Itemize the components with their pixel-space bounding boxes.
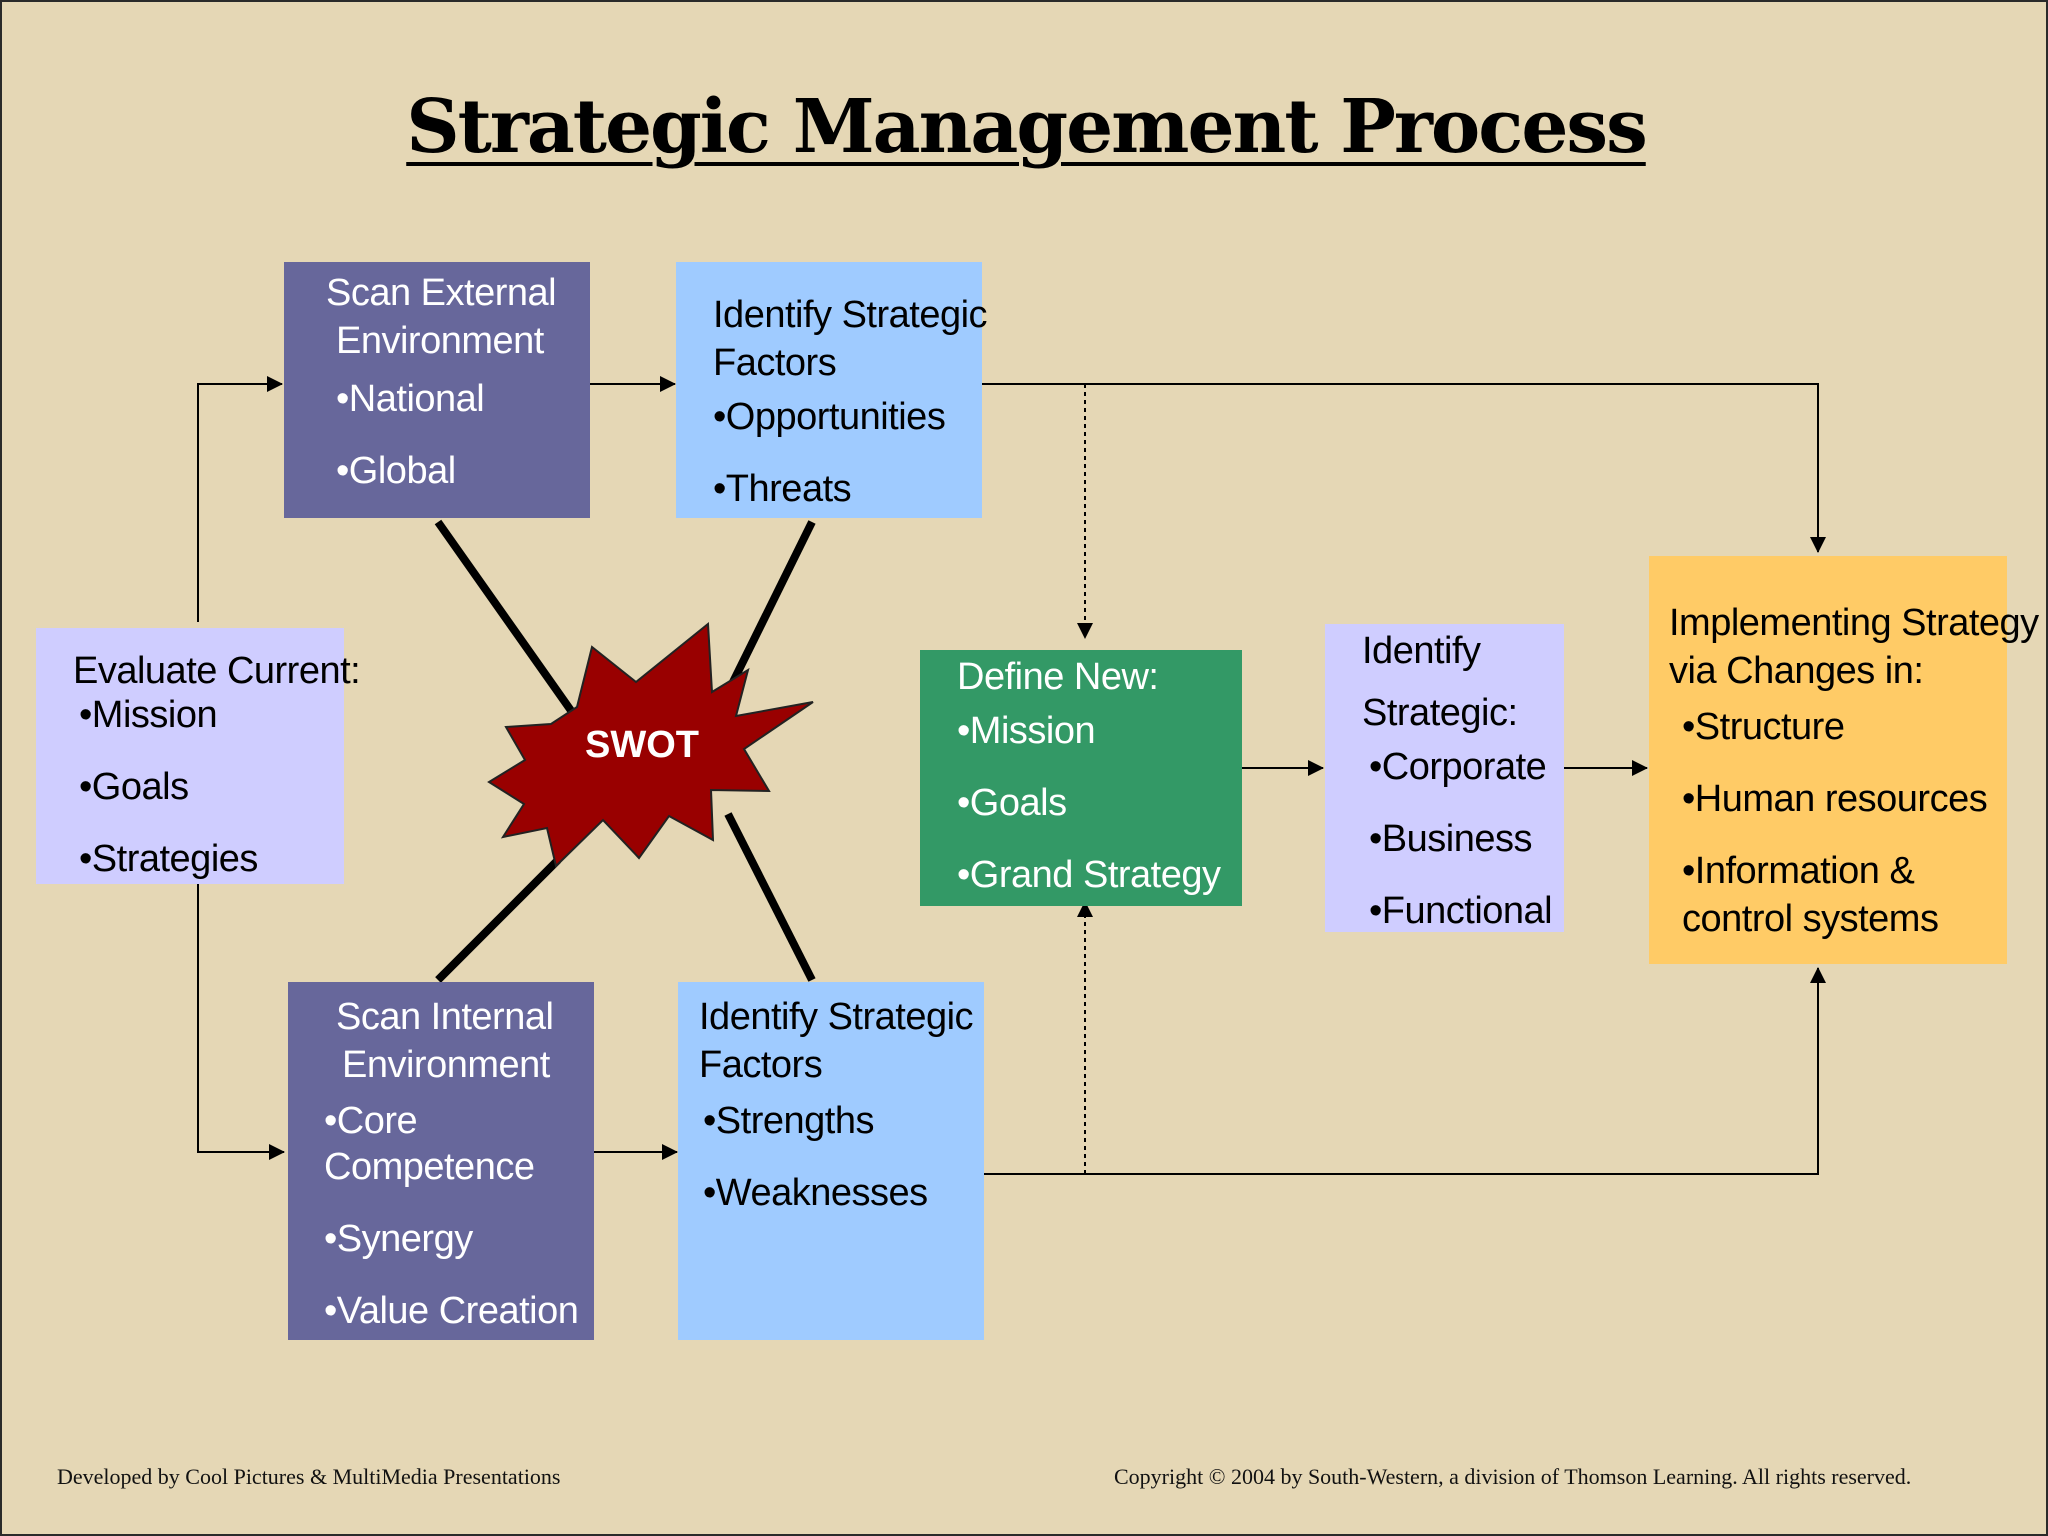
implementing-strategy-box: Implementing Strategy via Changes in: •S… (1649, 556, 2039, 964)
evaluate-current-box: Evaluate Current: •Mission •Goals •Strat… (36, 628, 361, 884)
factors-ot-item-opportunities: •Opportunities (713, 396, 946, 438)
factors-sw-heading-line1: Identify Strategic (699, 996, 974, 1038)
factors-ot-heading-line1: Identify Strategic (713, 294, 988, 336)
scan-external-box: Scan External Environment •National •Glo… (284, 262, 590, 518)
scan-internal-item-synergy: •Synergy (324, 1218, 473, 1260)
define-new-item-mission: •Mission (957, 710, 1096, 752)
implementing-item-control-systems: control systems (1682, 898, 1939, 940)
implementing-item-human-resources: •Human resources (1682, 778, 1988, 820)
arrow-strengths-to-implementing (984, 967, 1826, 1175)
footer-left: Developed by Cool Pictures & MultiMedia … (57, 1464, 561, 1489)
identify-strategic-box: Identify Strategic: •Corporate •Business… (1325, 624, 1564, 932)
diagram-title: Strategic Management Process (406, 84, 1648, 170)
swot-spoke-strengths (724, 812, 816, 982)
swot-burst (487, 622, 814, 868)
define-new-item-grand-strategy: •Grand Strategy (957, 854, 1221, 896)
arrow-opportunities-to-implementing (982, 383, 1826, 553)
implementing-item-structure: •Structure (1682, 706, 1845, 748)
scan-internal-heading-line2: Environment (342, 1044, 550, 1086)
scan-internal-item-value-creation: •Value Creation (324, 1290, 579, 1332)
factors-sw-heading-line2: Factors (699, 1044, 823, 1086)
scan-external-item-national: •National (336, 378, 485, 420)
swot-spoke-external (434, 519, 576, 715)
scan-external-item-global: •Global (336, 450, 456, 492)
define-new-heading: Define New: (957, 656, 1159, 698)
define-new-box: Define New: •Mission •Goals •Grand Strat… (920, 650, 1242, 906)
identify-strategic-item-corporate: •Corporate (1369, 746, 1547, 788)
factors-strengths-weaknesses-box: Identify Strategic Factors •Strengths •W… (678, 982, 984, 1340)
identify-strategic-heading-line1: Identify (1362, 630, 1481, 672)
evaluate-item-goals: •Goals (79, 766, 189, 808)
factors-sw-item-strengths: •Strengths (703, 1100, 874, 1142)
implementing-heading-line1: Implementing Strategy (1669, 602, 2039, 644)
evaluate-heading: Evaluate Current: (73, 650, 361, 692)
identify-strategic-item-functional: •Functional (1369, 890, 1553, 932)
scan-external-heading-line1: Scan External (326, 272, 557, 314)
scan-internal-heading-line1: Scan Internal (336, 996, 554, 1038)
scan-internal-item-core: •Core (324, 1100, 418, 1142)
implementing-heading-line2: via Changes in: (1669, 650, 1924, 692)
define-new-item-goals: •Goals (957, 782, 1067, 824)
footer-right: Copyright © 2004 by South-Western, a div… (1114, 1464, 1912, 1489)
evaluate-item-strategies: •Strategies (79, 838, 258, 880)
factors-opportunities-threats-box: Identify Strategic Factors •Opportunitie… (676, 262, 988, 518)
swot-label: SWOT (585, 724, 699, 766)
arrow-evaluate-to-internal (197, 882, 285, 1160)
factors-ot-heading-line2: Factors (713, 342, 837, 384)
factors-sw-item-weaknesses: •Weaknesses (703, 1172, 928, 1214)
factors-ot-item-threats: •Threats (713, 468, 852, 510)
arrow-evaluate-to-external (197, 376, 283, 622)
evaluate-item-mission: •Mission (79, 694, 218, 736)
swot-spoke-internal (435, 857, 561, 983)
scan-internal-box: Scan Internal Environment •Core Competen… (288, 982, 594, 1340)
scan-internal-item-competence: Competence (324, 1146, 535, 1188)
implementing-item-information: •Information & (1682, 850, 1915, 892)
identify-strategic-heading-line2: Strategic: (1362, 692, 1518, 734)
scan-external-heading-line2: Environment (336, 320, 544, 362)
swot-spoke-opportunities (726, 520, 816, 690)
identify-strategic-item-business: •Business (1369, 818, 1533, 860)
